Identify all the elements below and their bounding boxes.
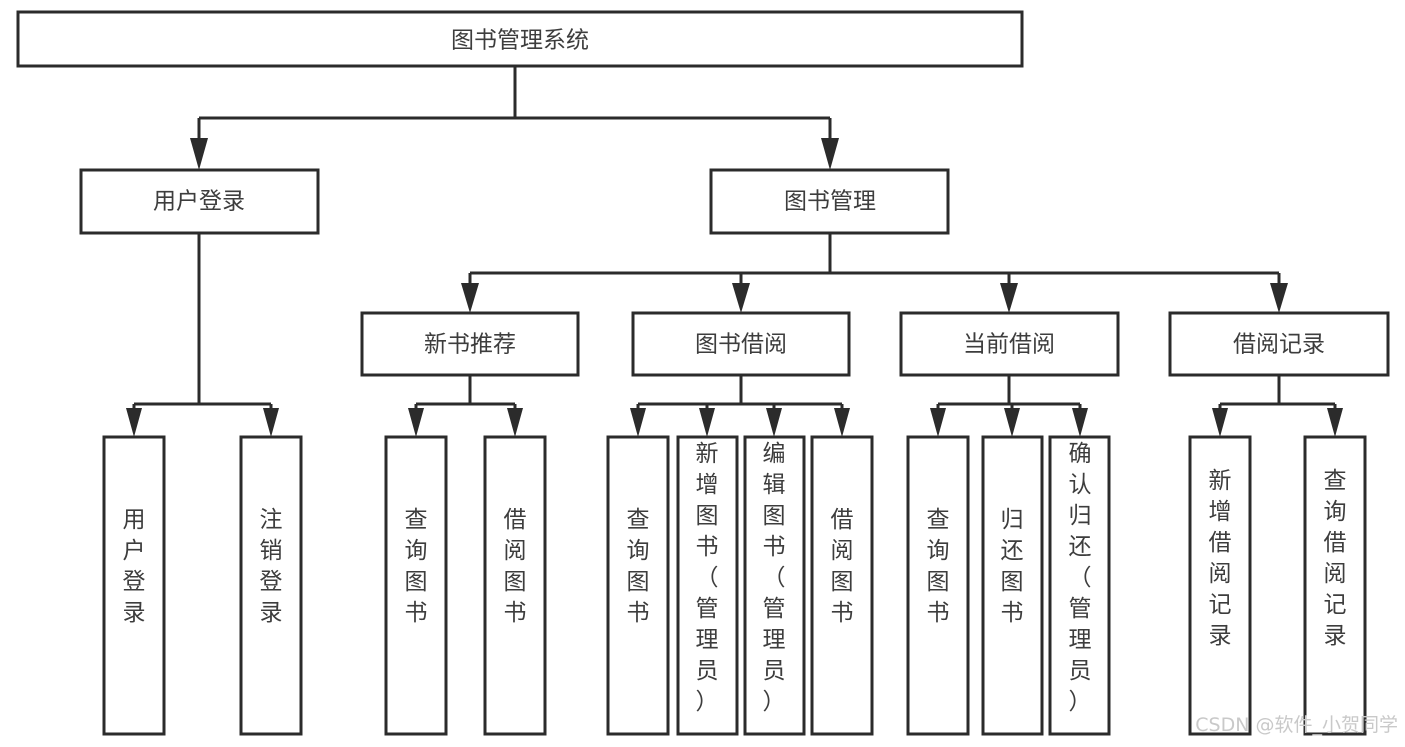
arrow-head-icon <box>1000 283 1018 313</box>
node-current-borrow[interactable]: 当前借阅 <box>899 311 1120 377</box>
node-box-leaf-return-book[interactable] <box>981 435 1044 736</box>
node-label-leaf-query-book-3: 查询图书 <box>927 507 950 626</box>
node-label-leaf-query-book-2: 查询图书 <box>627 507 650 626</box>
node-box-leaf-borrow-book-1[interactable] <box>483 435 547 736</box>
node-leaf-query-book-1[interactable]: 查询图书 <box>384 435 448 736</box>
edge-root-to-level2 <box>190 66 839 170</box>
node-box-current-borrow[interactable] <box>899 311 1120 377</box>
arrow-head-icon <box>190 138 208 170</box>
node-leaf-edit-book[interactable]: 编辑图书（管理员） <box>743 435 806 736</box>
node-book-manage[interactable]: 图书管理 <box>709 168 950 235</box>
arrow-head-icon <box>263 408 279 437</box>
arrow-head-icon <box>699 408 715 437</box>
node-box-leaf-user-logout[interactable] <box>239 435 303 736</box>
node-label-root: 图书管理系统 <box>451 28 589 54</box>
node-leaf-borrow-book-2[interactable]: 借阅图书 <box>810 435 874 736</box>
node-label-current-borrow: 当前借阅 <box>963 332 1055 358</box>
node-label-leaf-query-book-1: 查询图书 <box>405 507 428 626</box>
node-label-leaf-user-login: 用户登录 <box>123 507 146 626</box>
node-label-user-login: 用户登录 <box>153 189 245 215</box>
node-box-book-manage[interactable] <box>709 168 950 235</box>
node-box-new-book-rec[interactable] <box>360 311 580 377</box>
node-leaf-add-record[interactable]: 新增借阅记录 <box>1188 435 1252 736</box>
arrow-head-icon <box>408 408 424 437</box>
node-box-leaf-query-book-2[interactable] <box>606 435 670 736</box>
arrow-head-icon <box>766 408 782 437</box>
node-user-login[interactable]: 用户登录 <box>79 168 320 235</box>
arrow-head-icon <box>507 408 523 437</box>
node-leaf-add-book[interactable]: 新增图书（管理员） <box>676 435 739 736</box>
node-leaf-query-record[interactable]: 查询借阅记录 <box>1303 435 1367 736</box>
node-label-leaf-edit-book: 编辑图书（管理员） <box>763 441 786 715</box>
node-box-leaf-query-book-1[interactable] <box>384 435 448 736</box>
node-box-leaf-query-record[interactable] <box>1303 435 1367 736</box>
node-box-leaf-edit-book[interactable] <box>743 435 806 736</box>
watermark-text: CSDN @软件_小贺同学 <box>1195 714 1398 736</box>
arrow-head-icon <box>1270 283 1288 313</box>
node-label-leaf-confirm-return: 确认归还（管理员） <box>1069 441 1092 715</box>
node-box-leaf-confirm-return[interactable] <box>1048 435 1111 736</box>
node-label-leaf-add-record: 新增借阅记录 <box>1209 468 1232 649</box>
node-box-root[interactable] <box>16 10 1024 68</box>
arrow-head-icon <box>126 408 142 437</box>
node-box-leaf-user-login[interactable] <box>102 435 166 736</box>
node-leaf-user-login[interactable]: 用户登录 <box>102 435 166 736</box>
node-label-book-manage: 图书管理 <box>784 189 876 215</box>
node-label-book-borrow: 图书借阅 <box>695 332 787 358</box>
node-box-user-login[interactable] <box>79 168 320 235</box>
edge-bookmanage-to-level3 <box>461 233 1288 313</box>
arrow-head-icon <box>1212 408 1228 437</box>
node-label-new-book-rec: 新书推荐 <box>424 332 516 358</box>
edge-newbook-to-leaves <box>408 375 523 437</box>
node-leaf-confirm-return[interactable]: 确认归还（管理员） <box>1048 435 1111 736</box>
node-label-leaf-user-logout: 注销登录 <box>260 507 283 626</box>
node-leaf-query-book-2[interactable]: 查询图书 <box>606 435 670 736</box>
arrow-head-icon <box>461 283 479 313</box>
node-box-leaf-add-record[interactable] <box>1188 435 1252 736</box>
node-leaf-return-book[interactable]: 归还图书 <box>981 435 1044 736</box>
node-label-leaf-query-record: 查询借阅记录 <box>1324 468 1347 649</box>
node-label-leaf-borrow-book-1: 借阅图书 <box>504 507 527 626</box>
node-box-leaf-add-book[interactable] <box>676 435 739 736</box>
node-borrow-record[interactable]: 借阅记录 <box>1168 311 1390 377</box>
node-box-leaf-borrow-book-2[interactable] <box>810 435 874 736</box>
arrow-head-icon <box>732 283 750 313</box>
node-box-leaf-query-book-3[interactable] <box>906 435 970 736</box>
connector-layer <box>126 66 1343 437</box>
node-leaf-user-logout[interactable]: 注销登录 <box>239 435 303 736</box>
arrow-head-icon <box>834 408 850 437</box>
node-root[interactable]: 图书管理系统 <box>16 10 1024 68</box>
arrow-head-icon <box>821 138 839 170</box>
node-leaf-borrow-book-1[interactable]: 借阅图书 <box>483 435 547 736</box>
arrow-head-icon <box>1004 408 1020 437</box>
node-label-borrow-record: 借阅记录 <box>1233 332 1325 358</box>
node-label-leaf-return-book: 归还图书 <box>1001 507 1024 626</box>
node-label-leaf-borrow-book-2: 借阅图书 <box>831 507 854 626</box>
edge-currentborrow-to-leaves <box>930 375 1088 437</box>
node-new-book-rec[interactable]: 新书推荐 <box>360 311 580 377</box>
arrow-head-icon <box>630 408 646 437</box>
arrow-head-icon <box>1327 408 1343 437</box>
node-box-borrow-record[interactable] <box>1168 311 1390 377</box>
edge-bookborrow-to-leaves <box>630 375 850 437</box>
node-leaf-query-book-3[interactable]: 查询图书 <box>906 435 970 736</box>
arrow-head-icon <box>930 408 946 437</box>
node-box-book-borrow[interactable] <box>631 311 851 377</box>
node-book-borrow[interactable]: 图书借阅 <box>631 311 851 377</box>
edge-borrowrecord-to-leaves <box>1212 375 1343 437</box>
edge-userlogin-to-leaves <box>126 233 279 437</box>
node-label-leaf-add-book: 新增图书（管理员） <box>696 441 719 715</box>
arrow-head-icon <box>1072 408 1088 437</box>
